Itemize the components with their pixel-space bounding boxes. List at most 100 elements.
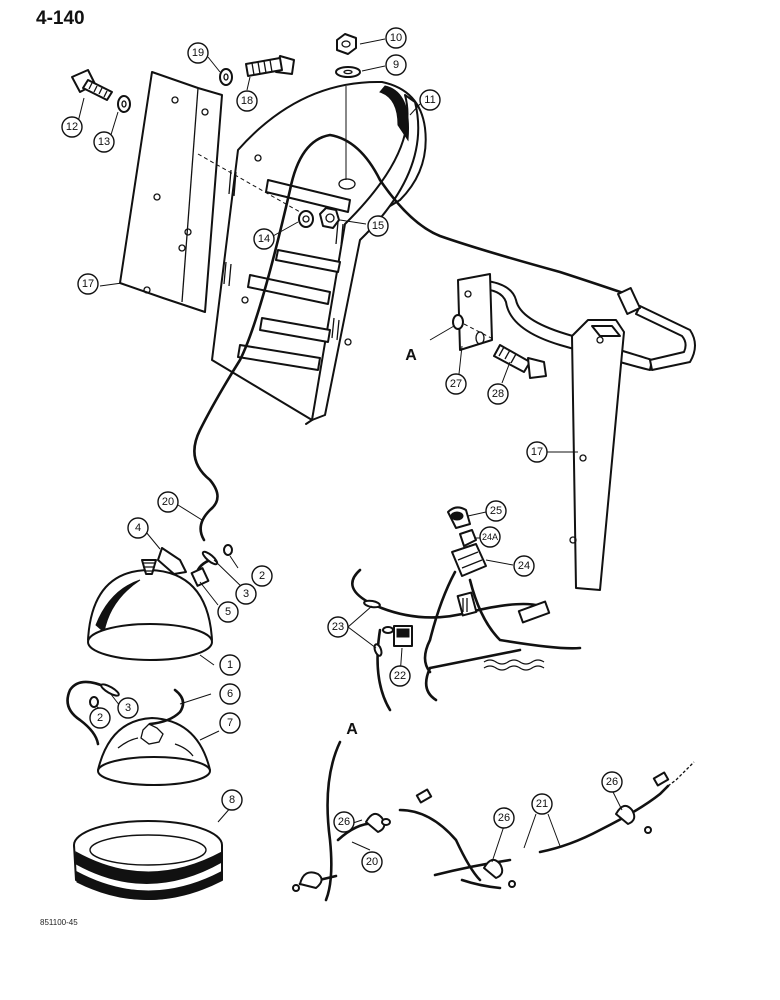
callout-19: 19 (187, 42, 209, 64)
detail-wire-21 (433, 784, 670, 877)
bolt-28 (493, 344, 547, 379)
svg-text:2: 2 (259, 570, 265, 582)
callout-26-right: 26 (601, 771, 623, 793)
svg-text:13: 13 (98, 136, 110, 148)
svg-text:8: 8 (229, 794, 235, 806)
svg-text:14: 14 (258, 233, 270, 245)
terminal-23 (363, 599, 394, 657)
light-shield (211, 80, 427, 425)
nut-10 (336, 33, 357, 55)
callout-18: 18 (236, 90, 258, 112)
washer-13 (117, 95, 131, 113)
callout-22: 22 (389, 665, 411, 687)
svg-text:3: 3 (243, 588, 249, 600)
handle-plate (457, 273, 493, 351)
washer-14 (298, 210, 314, 228)
svg-text:20: 20 (162, 496, 174, 508)
left-mounting-bracket (119, 71, 223, 313)
svg-text:26: 26 (498, 812, 510, 824)
callout-17-right: 17 (526, 441, 548, 463)
callout-23: 23 (327, 616, 349, 638)
washer-19 (219, 68, 233, 86)
bolt-18 (245, 55, 295, 77)
callout-15: 15 (367, 215, 389, 237)
svg-text:9: 9 (393, 59, 399, 71)
svg-text:26: 26 (338, 816, 350, 828)
callout-24A: 24A (479, 526, 501, 548)
callout-20-upper: 20 (157, 491, 179, 513)
svg-text:24: 24 (518, 560, 530, 572)
callout-8: 8 (221, 789, 243, 811)
callout-6: 6 (219, 683, 241, 705)
callout-26-left: 26 (333, 811, 355, 833)
callout-12: 12 (61, 116, 83, 138)
svg-text:11: 11 (424, 94, 435, 106)
lamp-bulb (97, 717, 211, 786)
callout-3-lower: 3 (117, 697, 139, 719)
terminal-3-lower (100, 683, 120, 697)
callout-5: 5 (217, 601, 239, 623)
svg-text:20: 20 (366, 856, 378, 868)
callout-9: 9 (385, 54, 407, 76)
callout-17-left: 17 (77, 273, 99, 295)
switch-connector-plug (517, 600, 551, 624)
svg-text:6: 6 (227, 688, 233, 700)
callout-26-middle: 26 (493, 807, 515, 829)
lamp-housing (87, 559, 213, 661)
callout-24: 24 (513, 555, 535, 577)
washer-27 (452, 314, 464, 330)
svg-text:4: 4 (135, 522, 141, 534)
svg-text:21: 21 (536, 798, 548, 810)
terminal-3-upper (201, 550, 219, 566)
svg-text:28: 28 (492, 388, 504, 400)
callout-27: 27 (445, 373, 467, 395)
svg-text:10: 10 (390, 32, 402, 44)
callout-10: 10 (385, 27, 407, 49)
svg-text:1: 1 (227, 659, 233, 671)
nut-15 (319, 207, 340, 229)
connector-22 (393, 625, 413, 647)
svg-text:2: 2 (97, 712, 103, 724)
callout-2-upper: 2 (251, 565, 273, 587)
svg-text:5: 5 (225, 606, 231, 618)
callout-7: 7 (219, 712, 241, 734)
callout-21: 21 (531, 793, 553, 815)
callout-3-upper: 3 (235, 583, 257, 605)
switch-harness (351, 568, 582, 712)
svg-text:17: 17 (82, 278, 94, 290)
svg-text:26: 26 (606, 776, 618, 788)
callout-28: 28 (487, 383, 509, 405)
callout-11: 11 (419, 89, 441, 111)
switch-knob-25 (447, 506, 471, 529)
view-label-detail: A (346, 721, 358, 738)
bolt-12 (71, 69, 113, 101)
callout-2-lower: 2 (89, 707, 111, 729)
main-wire-harness (193, 133, 634, 542)
pigtail-6 (66, 680, 185, 746)
callout-14: 14 (253, 228, 275, 250)
svg-text:15: 15 (372, 220, 384, 232)
cable-clip-26 (299, 804, 636, 889)
connector-5 (190, 567, 210, 587)
washer-9 (335, 66, 361, 78)
svg-text:18: 18 (241, 95, 253, 107)
lamp-connector-4 (157, 547, 187, 575)
callout-25: 25 (485, 500, 507, 522)
svg-text:12: 12 (66, 121, 78, 133)
braided-wire (483, 659, 545, 671)
svg-text:3: 3 (125, 702, 131, 714)
switch-connector-socket (456, 591, 478, 617)
lamp-gasket (73, 820, 223, 900)
svg-text:22: 22 (394, 670, 406, 682)
callout-20-detail: 20 (361, 851, 383, 873)
callout-13: 13 (93, 131, 115, 153)
terminal-2-upper (223, 544, 233, 556)
terminal-2-lower (89, 696, 99, 708)
callout-4: 4 (127, 517, 149, 539)
view-label-main: A (405, 347, 417, 364)
callout-1: 1 (219, 654, 241, 676)
switch-nut-24A (459, 529, 477, 547)
switch-24 (451, 543, 487, 577)
svg-text:19: 19 (192, 47, 204, 59)
